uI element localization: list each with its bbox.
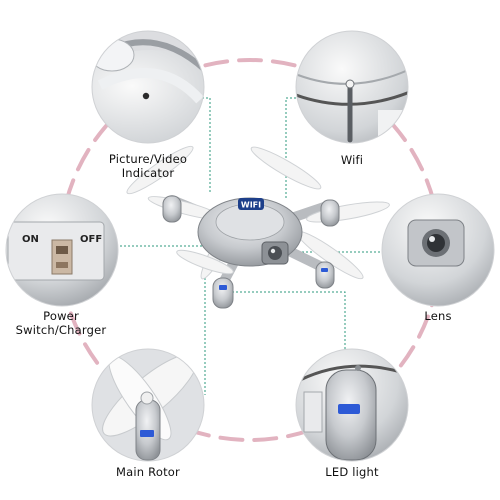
label-line-2: Indicator [121,166,175,180]
label-main-rotor: Main Rotor [116,465,180,479]
callout-lens [381,193,495,307]
label-line-1: Picture/Video [108,152,188,166]
led-indicator [219,285,227,290]
label-power-switch-charger: Power Switch/Charger [6,309,116,337]
label-line-2: Switch/Charger [15,323,107,337]
callout-power-switch: ON OFF [5,193,119,307]
callout-wifi [295,30,409,144]
label-wifi: Wifi [340,153,364,167]
switch-off-label: OFF [80,234,102,245]
drone-illustration: WIFI [126,145,390,309]
label-picture-video-indicator: Picture/Video Indicator [88,152,208,180]
drone-badge: WIFI [241,201,261,210]
switch-on-label: ON [22,234,39,245]
callout-led-light [295,348,409,462]
label-line-1: Power [43,309,79,323]
label-lens: Lens [424,309,452,323]
callout-main-rotor [91,348,205,462]
label-led-light: LED light [325,465,379,479]
